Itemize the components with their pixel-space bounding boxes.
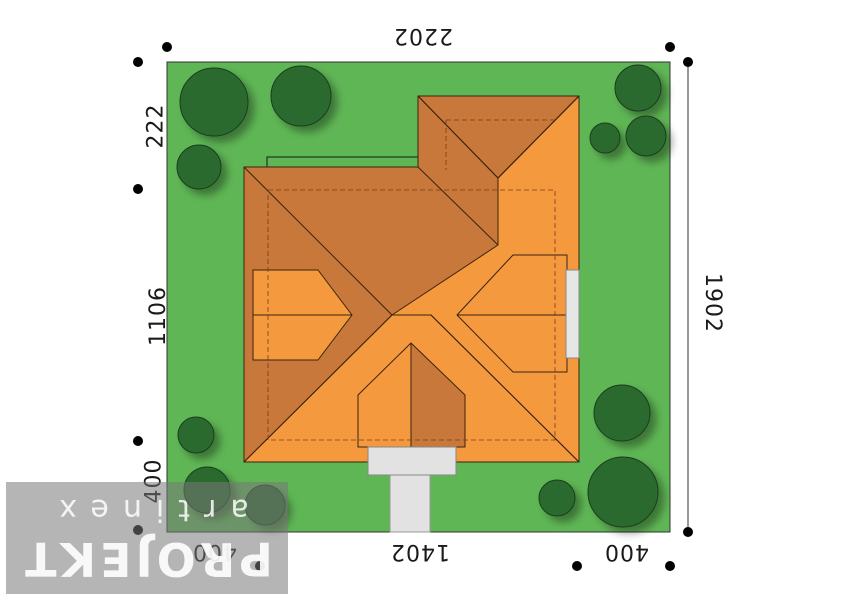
roof — [243, 95, 580, 463]
hip-line — [243, 314, 393, 463]
hip-line — [417, 95, 499, 179]
tree — [625, 115, 667, 157]
hip-line — [243, 166, 393, 316]
dimension-left-upper: 222 — [143, 103, 169, 149]
window-strip — [565, 269, 580, 359]
tree — [176, 144, 222, 190]
hip-line — [497, 95, 580, 179]
dimension-bottom-right: 400 — [604, 539, 649, 564]
tree — [589, 122, 621, 154]
tree — [177, 416, 215, 454]
tree — [270, 65, 332, 127]
watermark-line2: PROJEKT — [21, 532, 273, 586]
watermark-logo: artinex PROJEKT — [6, 482, 288, 594]
tree — [593, 384, 651, 442]
wall-lines — [267, 119, 556, 441]
dimension-bottom-middle: 1402 — [390, 539, 450, 564]
hip-line — [430, 314, 580, 463]
roof-entrance-right — [410, 342, 466, 448]
porch — [367, 446, 457, 476]
tree — [538, 479, 576, 517]
dimension-right: 1902 — [700, 273, 725, 333]
driveway — [389, 469, 431, 533]
roof-outline — [266, 156, 418, 167]
dimension-top: 2202 — [393, 23, 453, 48]
tree — [614, 64, 662, 112]
dimension-left-middle: 1106 — [146, 286, 171, 346]
hip-line — [417, 166, 499, 246]
tree — [179, 67, 249, 137]
tree — [587, 456, 659, 528]
trees — [176, 64, 667, 528]
watermark-line1: artinex — [45, 492, 249, 527]
